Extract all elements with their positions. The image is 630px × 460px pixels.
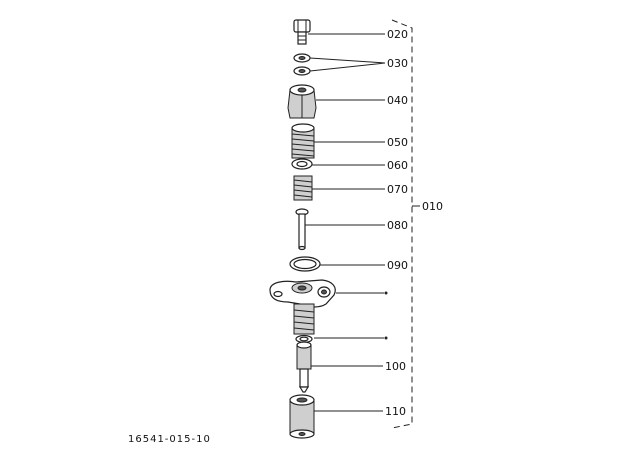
part-020-bolt bbox=[293, 19, 311, 45]
label-030: 030 bbox=[387, 57, 408, 70]
part-110-retaining-nut bbox=[289, 394, 315, 439]
figure-code: 16541-015-10 bbox=[128, 434, 211, 445]
small-seal-ring bbox=[295, 334, 313, 344]
label-010: 010 bbox=[422, 200, 443, 213]
part-100-nozzle bbox=[296, 341, 312, 393]
label-070: 070 bbox=[387, 183, 408, 196]
part-number-labels: 020 030 040 050 060 070 080 090 100 110 … bbox=[385, 28, 443, 418]
label-080: 080 bbox=[387, 219, 408, 232]
label-110: 110 bbox=[385, 405, 406, 418]
part-090-gasket bbox=[289, 256, 321, 272]
part-060-ring bbox=[291, 158, 313, 170]
part-080-push-rod bbox=[295, 208, 309, 251]
injector-holder-body bbox=[269, 279, 336, 335]
leader-dots bbox=[384, 291, 388, 340]
assembly-bracket bbox=[391, 19, 420, 429]
part-070-spring bbox=[293, 175, 313, 201]
part-050-threaded-sleeve bbox=[291, 123, 315, 159]
label-040: 040 bbox=[387, 94, 408, 107]
part-030-washers bbox=[293, 53, 311, 76]
label-020: 020 bbox=[387, 28, 408, 41]
label-060: 060 bbox=[387, 159, 408, 172]
label-050: 050 bbox=[387, 136, 408, 149]
label-100: 100 bbox=[385, 360, 406, 373]
part-040-cap-nut bbox=[287, 84, 317, 119]
label-090: 090 bbox=[387, 259, 408, 272]
leader-lines bbox=[305, 33, 386, 412]
